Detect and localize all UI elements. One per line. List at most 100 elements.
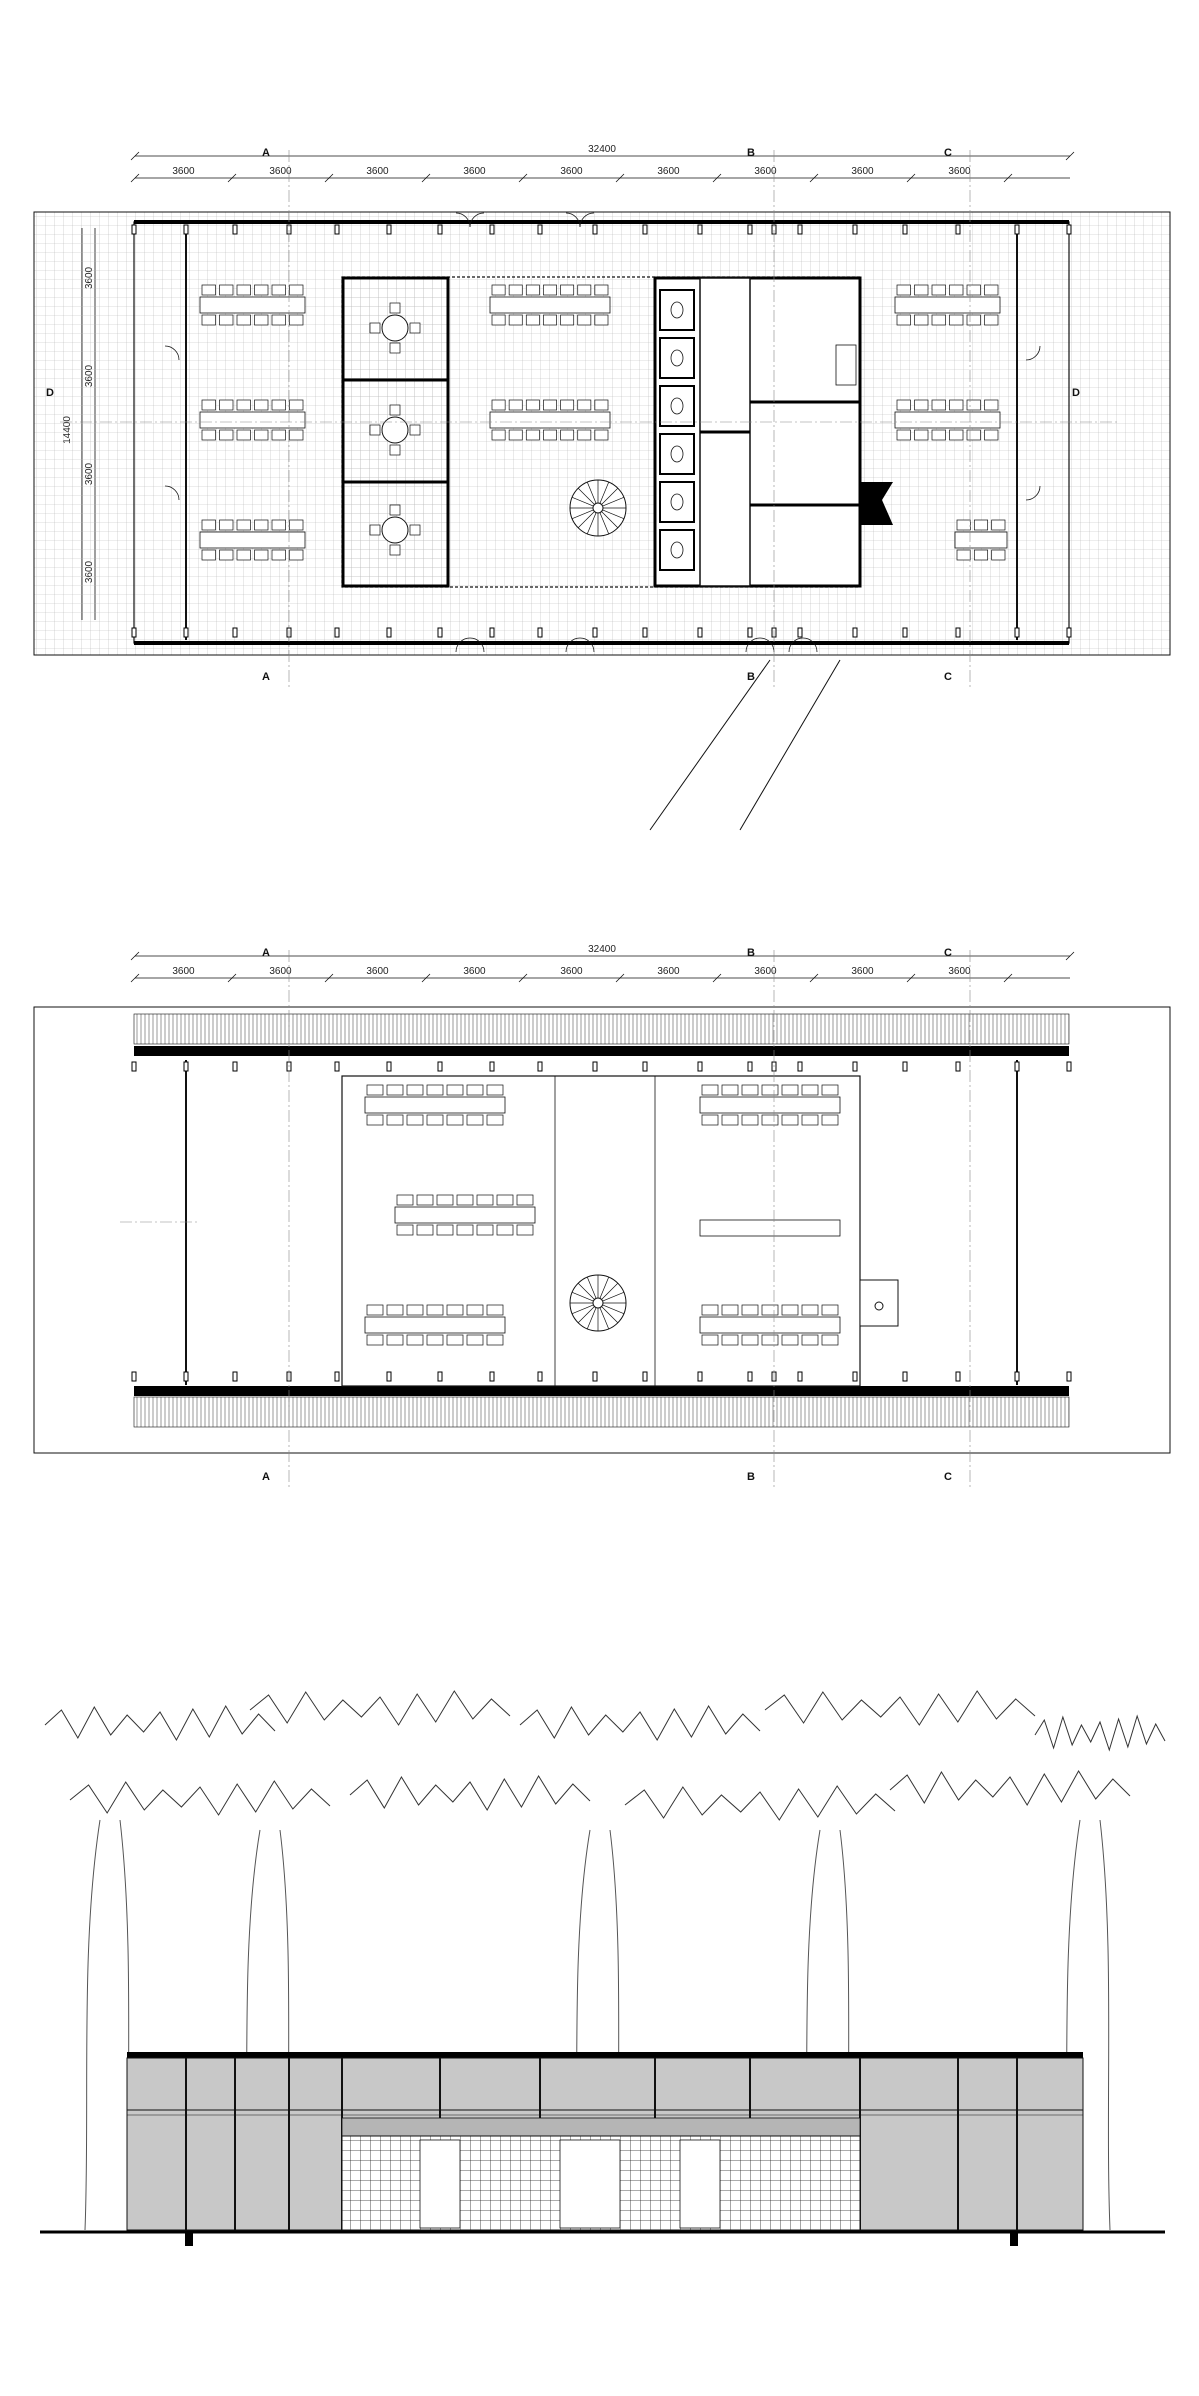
chair	[389, 504, 401, 516]
chair	[386, 1114, 404, 1126]
chair	[761, 1304, 779, 1316]
chair	[914, 284, 929, 296]
toilet-icon	[670, 493, 684, 511]
chair	[271, 314, 286, 326]
chair	[476, 1224, 494, 1236]
chair	[896, 399, 911, 411]
door-swing	[164, 345, 180, 361]
column	[642, 1061, 648, 1072]
column	[1066, 224, 1072, 235]
chair	[476, 1194, 494, 1206]
counter	[699, 1219, 841, 1237]
chair	[486, 1084, 504, 1096]
chair	[801, 1084, 819, 1096]
chair	[219, 314, 234, 326]
chair	[543, 284, 557, 296]
chair	[254, 519, 269, 531]
chair	[508, 429, 523, 441]
chair	[396, 1224, 414, 1236]
chair	[543, 399, 557, 411]
table	[489, 296, 611, 314]
louvre-bottom	[133, 1396, 1070, 1428]
chair	[201, 429, 216, 441]
chair	[821, 1084, 839, 1096]
chair	[508, 399, 523, 411]
tree-canopy	[44, 1704, 276, 1742]
column	[697, 1371, 703, 1382]
chair	[446, 1334, 464, 1346]
tree-canopy	[249, 1690, 511, 1726]
chair	[289, 429, 304, 441]
column	[386, 224, 392, 235]
column	[183, 627, 189, 638]
column	[592, 1061, 598, 1072]
chair	[984, 314, 999, 326]
chair	[366, 1084, 384, 1096]
bay-dimension-2: 3600	[269, 966, 292, 977]
bay-dimension-3: 3600	[366, 966, 389, 977]
chair	[486, 1334, 504, 1346]
chair	[701, 1304, 719, 1316]
axis-label-b-bottom: B	[747, 671, 755, 683]
table	[364, 1096, 506, 1114]
column	[642, 224, 648, 235]
column	[902, 1061, 908, 1072]
chair	[236, 314, 251, 326]
chair	[366, 1334, 384, 1346]
chair	[931, 429, 946, 441]
table	[199, 411, 306, 429]
chair	[446, 1084, 464, 1096]
column	[797, 224, 803, 235]
column	[955, 224, 961, 235]
louvre-top	[133, 1013, 1070, 1045]
table	[364, 1316, 506, 1334]
column	[489, 224, 495, 235]
chair	[701, 1334, 719, 1346]
column	[437, 1371, 443, 1382]
table	[199, 296, 306, 314]
tree-canopy	[349, 1775, 591, 1811]
column	[1014, 1371, 1020, 1382]
door-swing	[745, 637, 761, 653]
column	[232, 1371, 238, 1382]
chair	[219, 429, 234, 441]
column	[183, 224, 189, 235]
chair	[914, 399, 929, 411]
chair	[984, 284, 999, 296]
elevation-drawing	[40, 1690, 1166, 2246]
chair	[236, 519, 251, 531]
column	[747, 1061, 753, 1072]
chair	[271, 429, 286, 441]
column	[386, 1371, 392, 1382]
chair	[491, 429, 506, 441]
chair	[761, 1114, 779, 1126]
column	[437, 627, 443, 638]
bay-dimension-1: 3600	[172, 166, 195, 177]
chair	[496, 1194, 514, 1206]
chair	[956, 549, 971, 561]
toilet-stall	[659, 385, 695, 427]
axis-label-a-top: A	[262, 147, 270, 159]
bay-dimension-6: 3600	[657, 966, 680, 977]
chair	[931, 284, 946, 296]
column	[334, 224, 340, 235]
column	[489, 1061, 495, 1072]
table	[699, 1316, 841, 1334]
column	[489, 1371, 495, 1382]
axis-label-c-bottom-upper: C	[944, 1471, 952, 1483]
column	[334, 1371, 340, 1382]
chair	[366, 1304, 384, 1316]
chair	[821, 1304, 839, 1316]
tree-canopy	[764, 1690, 1036, 1726]
chair	[984, 429, 999, 441]
chair	[219, 549, 234, 561]
chair	[416, 1224, 434, 1236]
chair	[406, 1114, 424, 1126]
chair	[426, 1304, 444, 1316]
spiral-stair-upper-icon	[569, 1274, 627, 1332]
chair	[896, 284, 911, 296]
column	[1066, 1371, 1072, 1382]
toilet-icon	[670, 541, 684, 559]
column	[747, 224, 753, 235]
chair	[525, 314, 540, 326]
